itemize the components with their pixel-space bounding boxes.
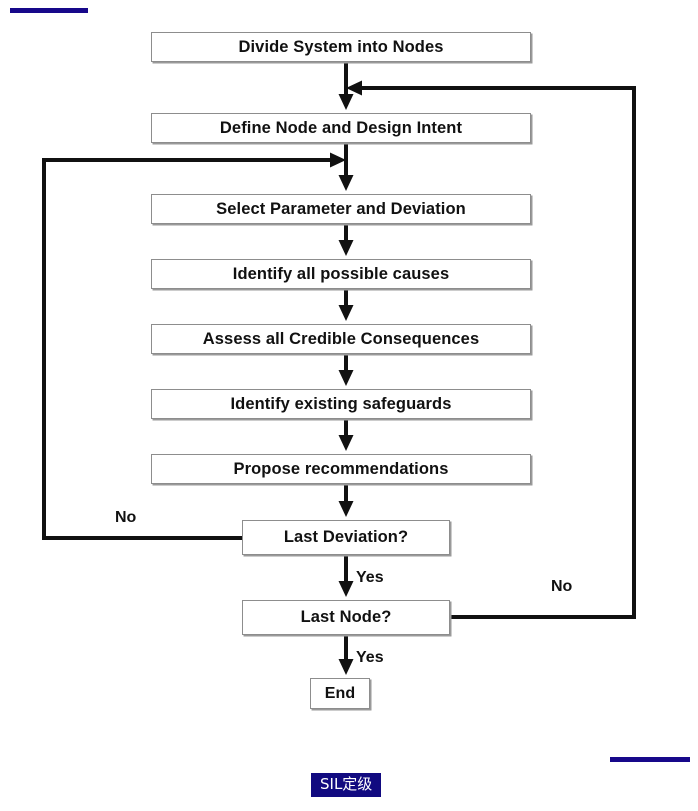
edge-label-no-last-node: No: [551, 578, 573, 595]
edge-lastnode-no-loop: [353, 86, 636, 619]
process-box-divide-system[interactable]: Divide System into Nodes: [151, 32, 531, 62]
arrowheads: [330, 80, 362, 675]
edge-lastdeviation-no-loop: [42, 158, 339, 540]
decision-box-last-node[interactable]: Last Node?: [242, 600, 450, 635]
process-box-propose-recommendations[interactable]: Propose recommendations: [151, 454, 531, 484]
process-box-select-parameter[interactable]: Select Parameter and Deviation: [151, 194, 531, 224]
top-left-accent-rule: [10, 8, 88, 13]
process-box-define-node[interactable]: Define Node and Design Intent: [151, 113, 531, 143]
edge-label-no-last-deviation: No: [115, 509, 137, 526]
process-box-identify-causes[interactable]: Identify all possible causes: [151, 259, 531, 289]
process-box-identify-safeguards[interactable]: Identify existing safeguards: [151, 389, 531, 419]
process-box-assess-consequences[interactable]: Assess all Credible Consequences: [151, 324, 531, 354]
edge-label-yes-last-node: Yes: [356, 649, 384, 666]
terminal-box-end[interactable]: End: [310, 678, 370, 709]
decision-box-last-deviation[interactable]: Last Deviation?: [242, 520, 450, 555]
bottom-right-accent-rule: [610, 757, 690, 762]
edge-label-yes-last-deviation: Yes: [356, 569, 384, 586]
sil-rating-badge[interactable]: SIL定级: [311, 773, 382, 797]
